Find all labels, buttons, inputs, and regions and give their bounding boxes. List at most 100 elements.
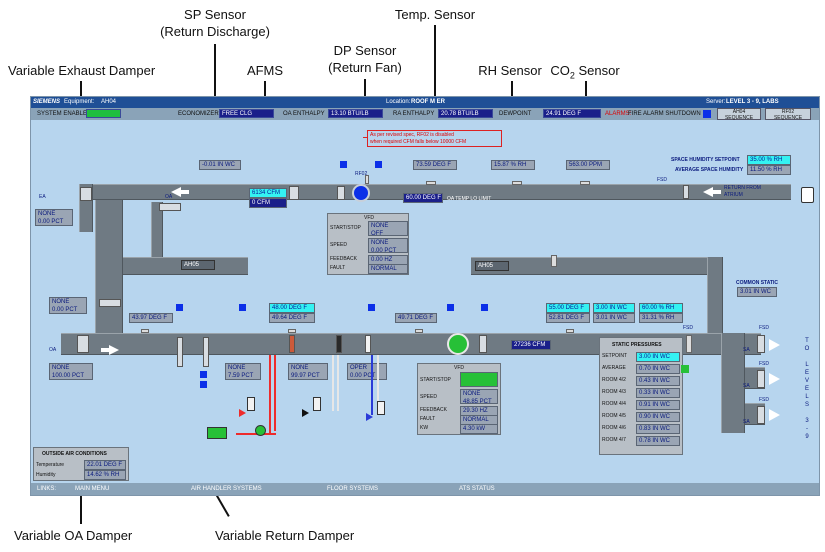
sf-vfd-speed-line2: 48.85 PCT bbox=[463, 399, 492, 405]
sf-vfd-feedback-label: FEEDBACK bbox=[420, 407, 447, 413]
exhaust-flow-arrow bbox=[171, 187, 181, 197]
exhaust-damper-value[interactable]: NONE 0.00 PCT bbox=[35, 209, 73, 226]
heating-valve-icon[interactable] bbox=[247, 397, 255, 411]
average-space-humidity-value[interactable]: 11.50 % RH bbox=[747, 165, 791, 175]
hot-water-return-pipe bbox=[274, 355, 276, 431]
return-fsd-label: FSD bbox=[657, 177, 667, 183]
heating-coil bbox=[289, 335, 295, 353]
supply-sp-setpoint-value[interactable]: 3.00 IN WC bbox=[593, 303, 635, 313]
oa-damper-line2: 100.00 PCT bbox=[52, 373, 85, 379]
ra-enthalpy-value[interactable]: 20.78 BTU/LB bbox=[438, 109, 493, 118]
rf-vfd-fault-value[interactable]: NORMAL bbox=[368, 264, 408, 274]
preheat-setpoint-value[interactable]: 48.00 DEG F bbox=[269, 303, 315, 313]
valve-1-value[interactable]: NONE 7.59 PCT bbox=[225, 363, 261, 380]
return-dp-sensor-icon bbox=[365, 175, 369, 184]
common-static-label: COMMON STATIC bbox=[736, 280, 779, 286]
sf-vfd-start-stop-value[interactable] bbox=[460, 372, 498, 387]
supply-cfm-value[interactable]: 27236 CFM bbox=[511, 340, 551, 350]
discharge-temp-value[interactable]: 52.81 DEG F bbox=[546, 313, 590, 323]
sf-vfd-speed-value[interactable]: NONE 48.85 PCT bbox=[460, 389, 498, 405]
economizer-value[interactable]: FREE CLG bbox=[219, 109, 274, 118]
return-rh-value[interactable]: 15.87 % RH bbox=[491, 160, 535, 170]
callout-afms: AFMS bbox=[246, 63, 284, 78]
preheat-coil-1 bbox=[177, 337, 183, 367]
return-from-atrium-l1: RETURN FROM bbox=[724, 185, 761, 191]
valve-3-value[interactable]: OPER 0.00 PCT bbox=[347, 363, 387, 380]
ah04-sequence-button[interactable]: AH04 SEQUENCE bbox=[717, 108, 761, 121]
rf-status-square-right bbox=[375, 161, 382, 168]
static-pressure-row-label: ROOM 4/6 bbox=[602, 425, 626, 431]
to-levels-char: O bbox=[804, 346, 810, 352]
supply-sp-value[interactable]: 3.01 IN WC bbox=[593, 313, 635, 323]
supply-status-green bbox=[681, 365, 689, 373]
link-air-handler-systems[interactable]: AIR HANDLER SYSTEMS bbox=[191, 486, 262, 492]
exhaust-damper[interactable] bbox=[80, 187, 92, 201]
return-co2-value[interactable]: 563.00 PPM bbox=[566, 160, 610, 170]
trend-icon[interactable] bbox=[801, 187, 814, 203]
server-value: LEVEL 3 - 9, LABS bbox=[726, 99, 779, 105]
rf02-sequence-button[interactable]: RF02 SEQUENCE bbox=[765, 108, 811, 121]
static-pressure-row-label: ROOM 4/4 bbox=[602, 401, 626, 407]
preheat-temp-value[interactable]: 49.64 DEG F bbox=[269, 313, 315, 323]
mixed-air-temp-value[interactable]: 43.97 DEG F bbox=[129, 313, 173, 323]
supply-rh-value[interactable]: 31.31 % RH bbox=[639, 313, 683, 323]
return-temp-value[interactable]: 73.59 DEG F bbox=[413, 160, 457, 170]
steam-valve-icon[interactable] bbox=[377, 401, 385, 415]
callout-co2-sensor: CO2 Sensor bbox=[545, 62, 625, 85]
to-levels-char bbox=[803, 353, 811, 361]
pump-icon[interactable] bbox=[255, 425, 266, 436]
oa-temp-lo-limit-value[interactable]: 60.00 DEG F bbox=[403, 193, 443, 203]
return-fan-icon[interactable] bbox=[352, 184, 370, 202]
sa-2-arrow bbox=[769, 373, 780, 385]
return-drop bbox=[95, 200, 123, 340]
static-pressure-row-value[interactable]: 0.43 IN WC bbox=[636, 376, 680, 386]
valve-2-value[interactable]: NONE 99.97 PCT bbox=[288, 363, 328, 380]
static-pressure-row-value[interactable]: 0.33 IN WC bbox=[636, 388, 680, 398]
oa-damper[interactable] bbox=[77, 335, 89, 353]
oa-enthalpy-value[interactable]: 13.10 BTU/LB bbox=[328, 109, 383, 118]
return-flow-arrow-right-tail bbox=[713, 190, 721, 194]
mixed-air-status-square bbox=[176, 304, 183, 311]
rf-vfd-speed-value[interactable]: NONE 0.00 PCT bbox=[368, 238, 408, 254]
return-rh-sensor-icon bbox=[512, 181, 522, 185]
supply-sensor-2-icon bbox=[288, 329, 296, 333]
static-pressure-row-value[interactable]: 0.91 IN WC bbox=[636, 400, 680, 410]
static-pressure-row-value[interactable]: 0.90 IN WC bbox=[636, 412, 680, 422]
bas-graphic-screen: SIEMENS Equipment: AH04 Location: ROOF M… bbox=[30, 96, 820, 496]
return-damper-value[interactable]: NONE 0.00 PCT bbox=[49, 297, 87, 314]
sf-vfd-fault-label: FAULT bbox=[420, 416, 436, 422]
supply-fan-icon[interactable] bbox=[447, 333, 469, 355]
supply-sensor-5-icon bbox=[686, 335, 692, 353]
static-pressure-row-value[interactable]: 3.00 IN WC bbox=[636, 352, 680, 362]
to-levels-char: - bbox=[806, 426, 808, 432]
link-ats-status[interactable]: ATS STATUS bbox=[459, 486, 495, 492]
hot-water-supply-pipe bbox=[269, 355, 271, 435]
afms-cfm2-value[interactable]: 0 CFM bbox=[249, 198, 287, 208]
cooling-valve-icon[interactable] bbox=[313, 397, 321, 411]
space-humidity-setpoint-value[interactable]: 35.00 % RH bbox=[747, 155, 791, 165]
rf-vfd-start-stop-value[interactable]: NONE OFF bbox=[368, 221, 408, 237]
return-damper[interactable] bbox=[99, 299, 121, 307]
equipment-label: Equipment: bbox=[64, 99, 95, 105]
ah05-sensor-icon bbox=[551, 255, 557, 267]
oa-damper-value[interactable]: NONE 100.00 PCT bbox=[49, 363, 93, 380]
static-pressure-row-value[interactable]: 0.83 IN WC bbox=[636, 424, 680, 434]
static-pressure-row-value[interactable]: 0.70 IN WC bbox=[636, 364, 680, 374]
return-sp-value[interactable]: -0.01 IN WC bbox=[199, 160, 241, 170]
dewpoint-value[interactable]: 24.91 DEG F bbox=[543, 109, 601, 118]
static-pressure-row-value[interactable]: 0.78 IN WC bbox=[636, 436, 680, 446]
outside-air-humidity-value[interactable]: 14.62 % RH bbox=[84, 470, 126, 480]
coil-temp-value[interactable]: 49.71 DEG F bbox=[395, 313, 437, 323]
link-floor-systems[interactable]: FLOOR SYSTEMS bbox=[327, 486, 379, 492]
afms-cfm-value[interactable]: 6134 CFM bbox=[249, 188, 287, 198]
callout-temp-sensor: Temp. Sensor bbox=[394, 7, 476, 22]
discharge-temp-setpoint-value[interactable]: 55.00 DEG F bbox=[546, 303, 590, 313]
space-humidity-setpoint-label: SPACE HUMIDITY SETPOINT bbox=[671, 157, 740, 163]
common-static-value[interactable]: 3.01 IN WC bbox=[737, 287, 777, 297]
sf-vfd-kw-value[interactable]: 4.30 kW bbox=[460, 424, 498, 434]
outside-air-temp-value[interactable]: 22.01 DEG F bbox=[84, 460, 126, 470]
system-enable-indicator[interactable] bbox=[86, 109, 121, 118]
to-levels-char: V bbox=[804, 378, 809, 384]
link-main-menu[interactable]: MAIN MENU bbox=[75, 486, 110, 492]
supply-rh-setpoint-value[interactable]: 60.00 % RH bbox=[639, 303, 683, 313]
